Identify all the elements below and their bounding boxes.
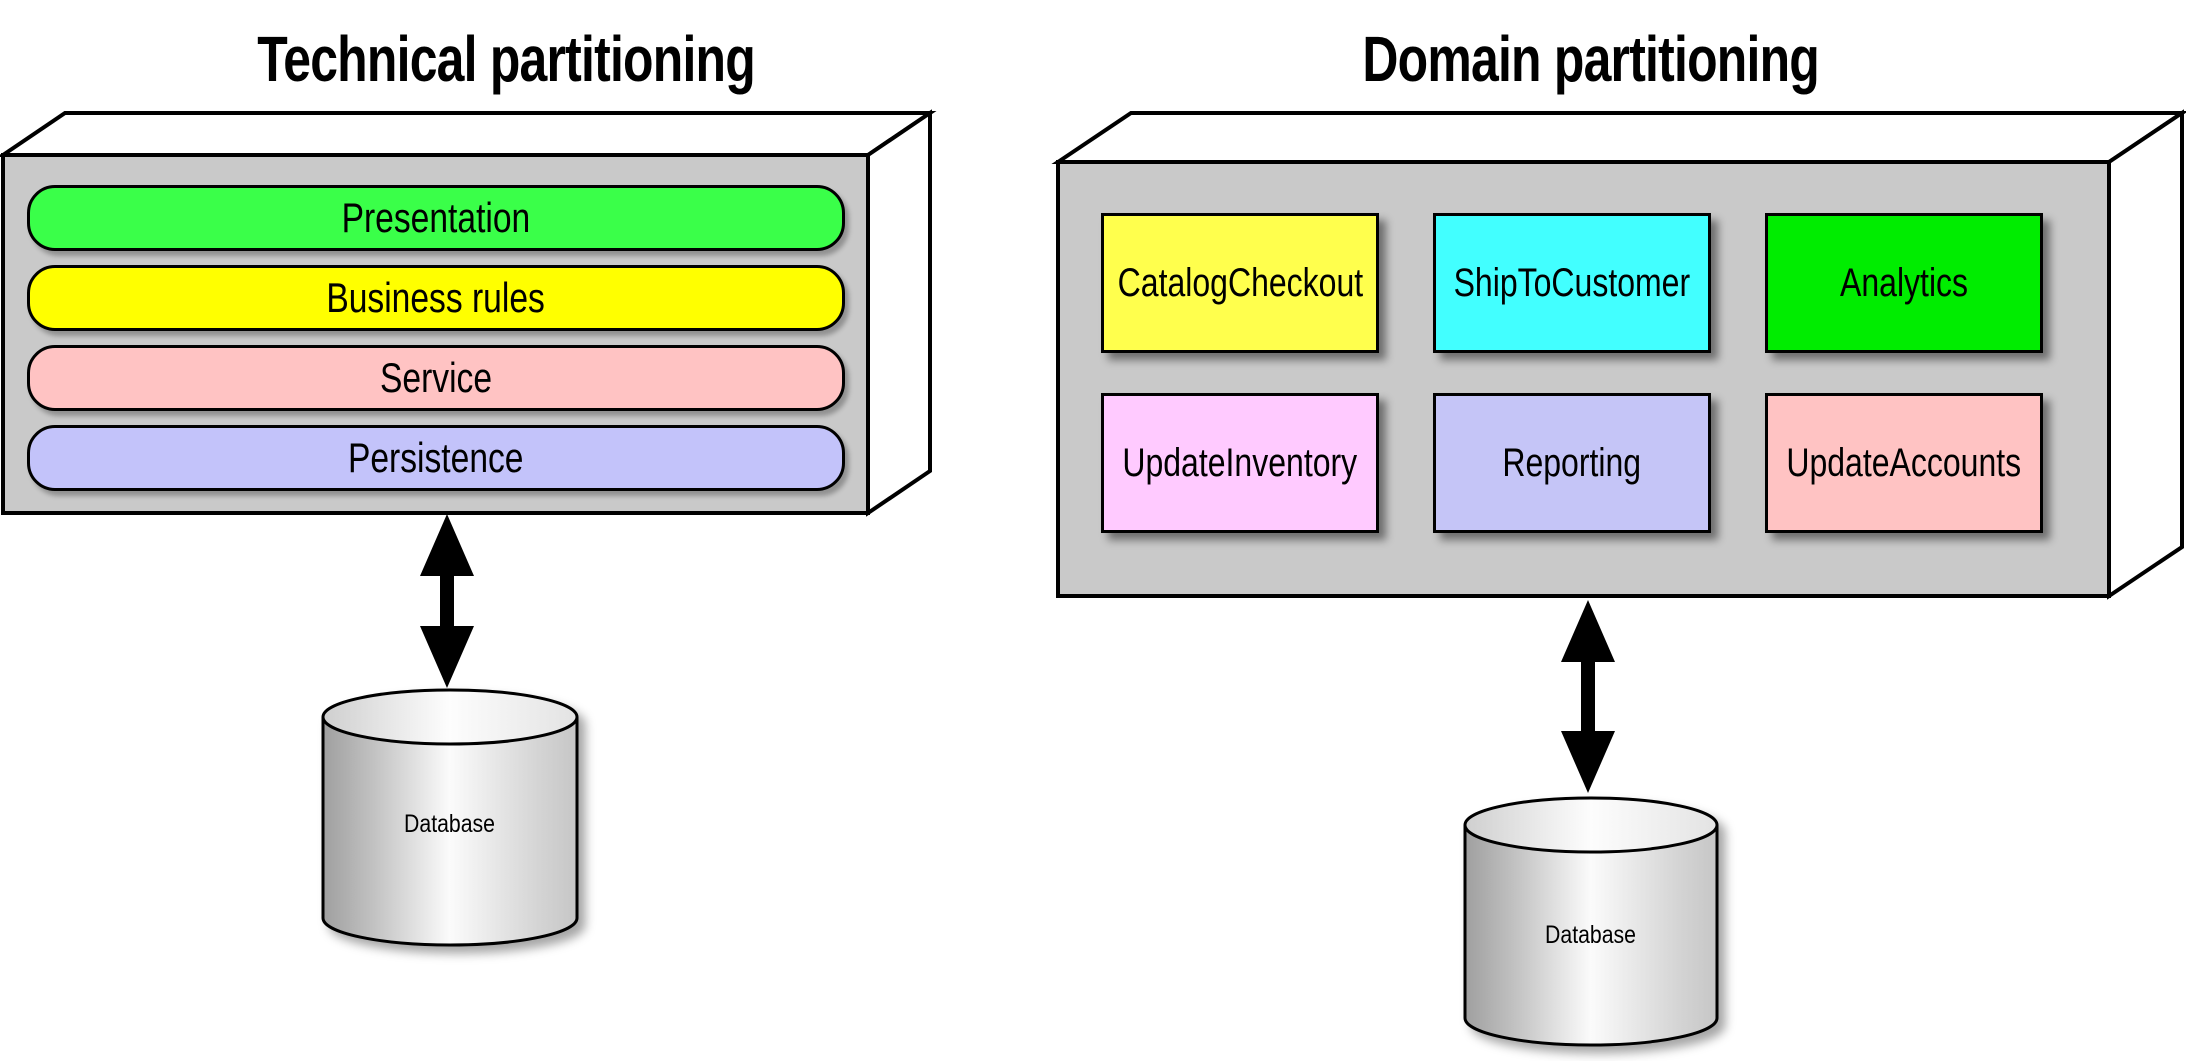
module-ship-to-customer: ShipToCustomer	[1433, 213, 1711, 353]
module-update-inventory-label: UpdateInventory	[1122, 440, 1358, 485]
layer-business-rules: Business rules	[27, 265, 845, 331]
right-database-arrow	[1561, 600, 1615, 793]
left-database-arrow	[420, 514, 474, 688]
left-title: Technical partitioning	[36, 22, 976, 96]
module-reporting-label: Reporting	[1502, 440, 1642, 485]
module-update-accounts-label: UpdateAccounts	[1786, 440, 2022, 485]
module-analytics: Analytics	[1765, 213, 2043, 353]
module-catalog-checkout: CatalogCheckout	[1101, 213, 1379, 353]
right-database-label: Database	[1471, 921, 1711, 950]
layer-persistence: Persistence	[27, 425, 845, 491]
right-database-cylinder	[1463, 796, 1719, 1047]
layer-presentation-label: Presentation	[341, 194, 531, 241]
module-update-inventory: UpdateInventory	[1101, 393, 1379, 533]
module-update-accounts: UpdateAccounts	[1765, 393, 2043, 533]
right-box-right-face	[2107, 109, 2184, 600]
right-box-top-face	[1051, 111, 2186, 164]
left-box-right-face	[866, 109, 932, 517]
right-database-label-text: Database	[1545, 921, 1637, 949]
right-title-text: Domain partitioning	[1362, 23, 1820, 95]
module-analytics-label: Analytics	[1839, 260, 1969, 305]
left-box-top-face	[0, 111, 937, 157]
module-ship-to-customer-label: ShipToCustomer	[1453, 260, 1691, 305]
module-catalog-checkout-label: CatalogCheckout	[1117, 260, 1363, 305]
module-reporting: Reporting	[1433, 393, 1711, 533]
layer-persistence-label: Persistence	[348, 434, 524, 481]
left-database-cylinder	[321, 688, 579, 947]
left-database-label-text: Database	[404, 810, 496, 838]
left-database-label: Database	[330, 810, 570, 839]
left-title-text: Technical partitioning	[257, 23, 756, 95]
layer-presentation: Presentation	[27, 185, 845, 251]
right-title: Domain partitioning	[1121, 22, 2061, 96]
layer-service: Service	[27, 345, 845, 411]
layer-service-label: Service	[379, 354, 493, 401]
layer-business-rules-label: Business rules	[326, 274, 546, 321]
